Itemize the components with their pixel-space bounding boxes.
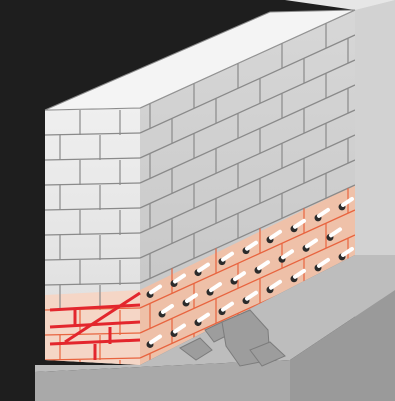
damp-proof-injection-illustration	[0, 0, 395, 401]
